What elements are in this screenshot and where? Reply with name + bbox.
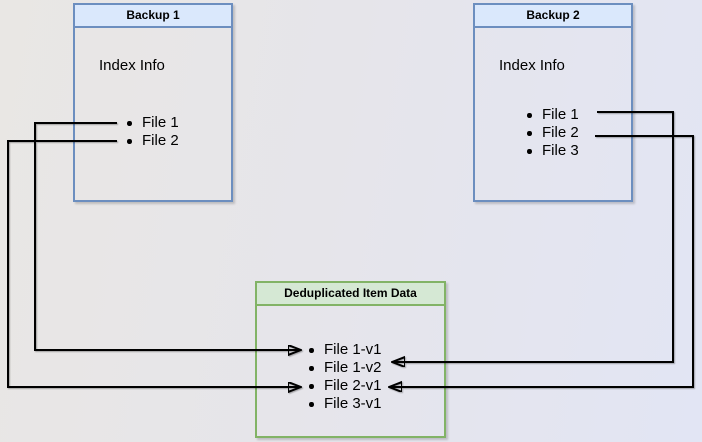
backup2-box: Backup 2 Index Info File 1 File 2 File 3: [473, 3, 633, 202]
dedup-title: Deduplicated Item Data: [257, 283, 444, 306]
dedup-file3-v1: File 3-v1: [307, 395, 382, 413]
dedup-file1-v2: File 1-v2: [307, 359, 382, 377]
backup1-index-info-label: Index Info: [99, 57, 165, 74]
backup2-file2: File 2: [525, 124, 579, 142]
backup1-file-list: File 1 File 2: [125, 114, 179, 150]
backup1-file2: File 2: [125, 132, 179, 150]
dedup-item-list: File 1-v1 File 1-v2 File 2-v1 File 3-v1: [307, 341, 382, 413]
backup1-title: Backup 1: [75, 5, 231, 28]
backup2-file3: File 3: [525, 142, 579, 160]
backup2-file1: File 1: [525, 106, 579, 124]
backup2-title: Backup 2: [475, 5, 631, 28]
backup2-file-list: File 1 File 2 File 3: [525, 106, 579, 160]
backup2-index-info-label: Index Info: [499, 57, 565, 74]
backup1-file1: File 1: [125, 114, 179, 132]
backup1-box: Backup 1 Index Info File 1 File 2: [73, 3, 233, 202]
dedup-box: Deduplicated Item Data File 1-v1 File 1-…: [255, 281, 446, 438]
dedup-file2-v1: File 2-v1: [307, 377, 382, 395]
dedup-file1-v1: File 1-v1: [307, 341, 382, 359]
